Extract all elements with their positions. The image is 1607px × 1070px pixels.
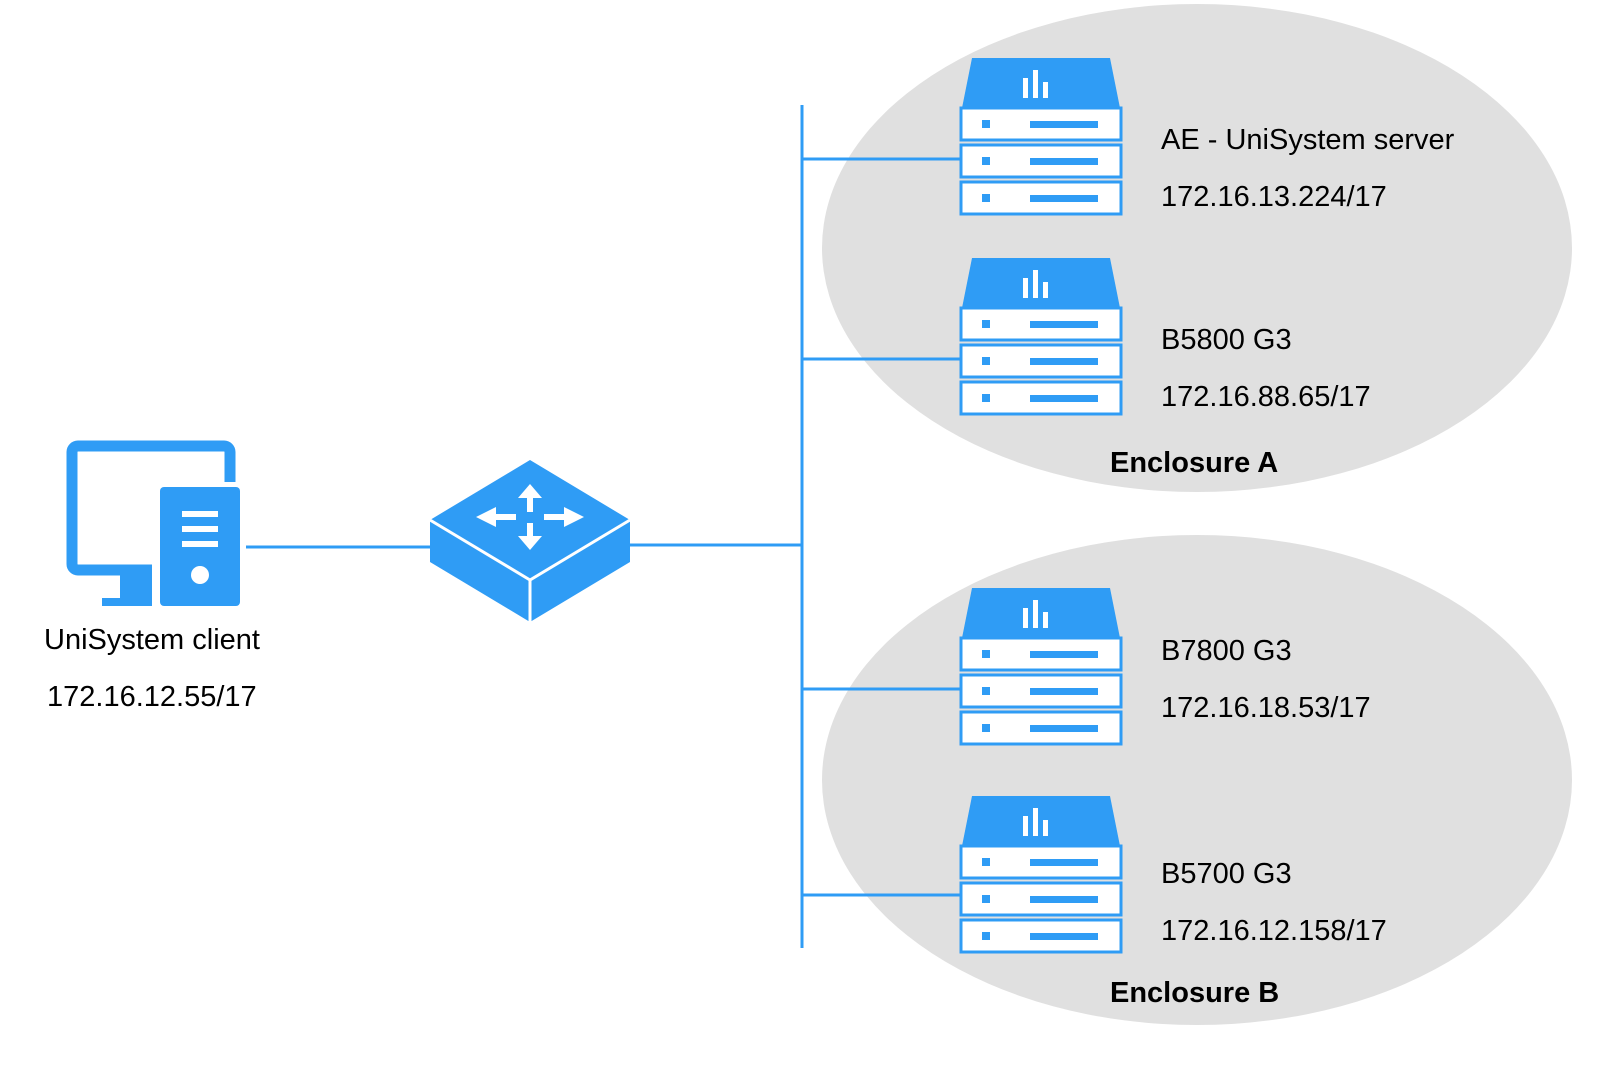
client-ip: 172.16.12.55/17 [47,681,257,713]
server-ip: 172.16.88.65/17 [1161,381,1371,413]
server-stack-icon [959,586,1123,746]
computer-server-icon [66,440,246,612]
server-stack-icon [959,794,1123,954]
enclosure-a-label: Enclosure A [1110,447,1279,479]
server-name: B5700 G3 [1161,858,1292,890]
server-stack-icon [959,256,1123,416]
server-ip: 172.16.13.224/17 [1161,181,1387,213]
server-name: B5800 G3 [1161,324,1292,356]
client-name: UniSystem client [44,624,260,656]
enclosure-b-label: Enclosure B [1110,977,1280,1009]
server-ip: 172.16.18.53/17 [1161,692,1371,724]
enclosure-b-area [822,535,1572,1025]
server-stack-icon [959,56,1123,216]
server-name: B7800 G3 [1161,635,1292,667]
server-ip: 172.16.12.158/17 [1161,915,1387,947]
enclosure-a-area [822,4,1572,492]
server-name: AE - UniSystem server [1161,124,1455,156]
network-switch-icon [429,460,631,622]
